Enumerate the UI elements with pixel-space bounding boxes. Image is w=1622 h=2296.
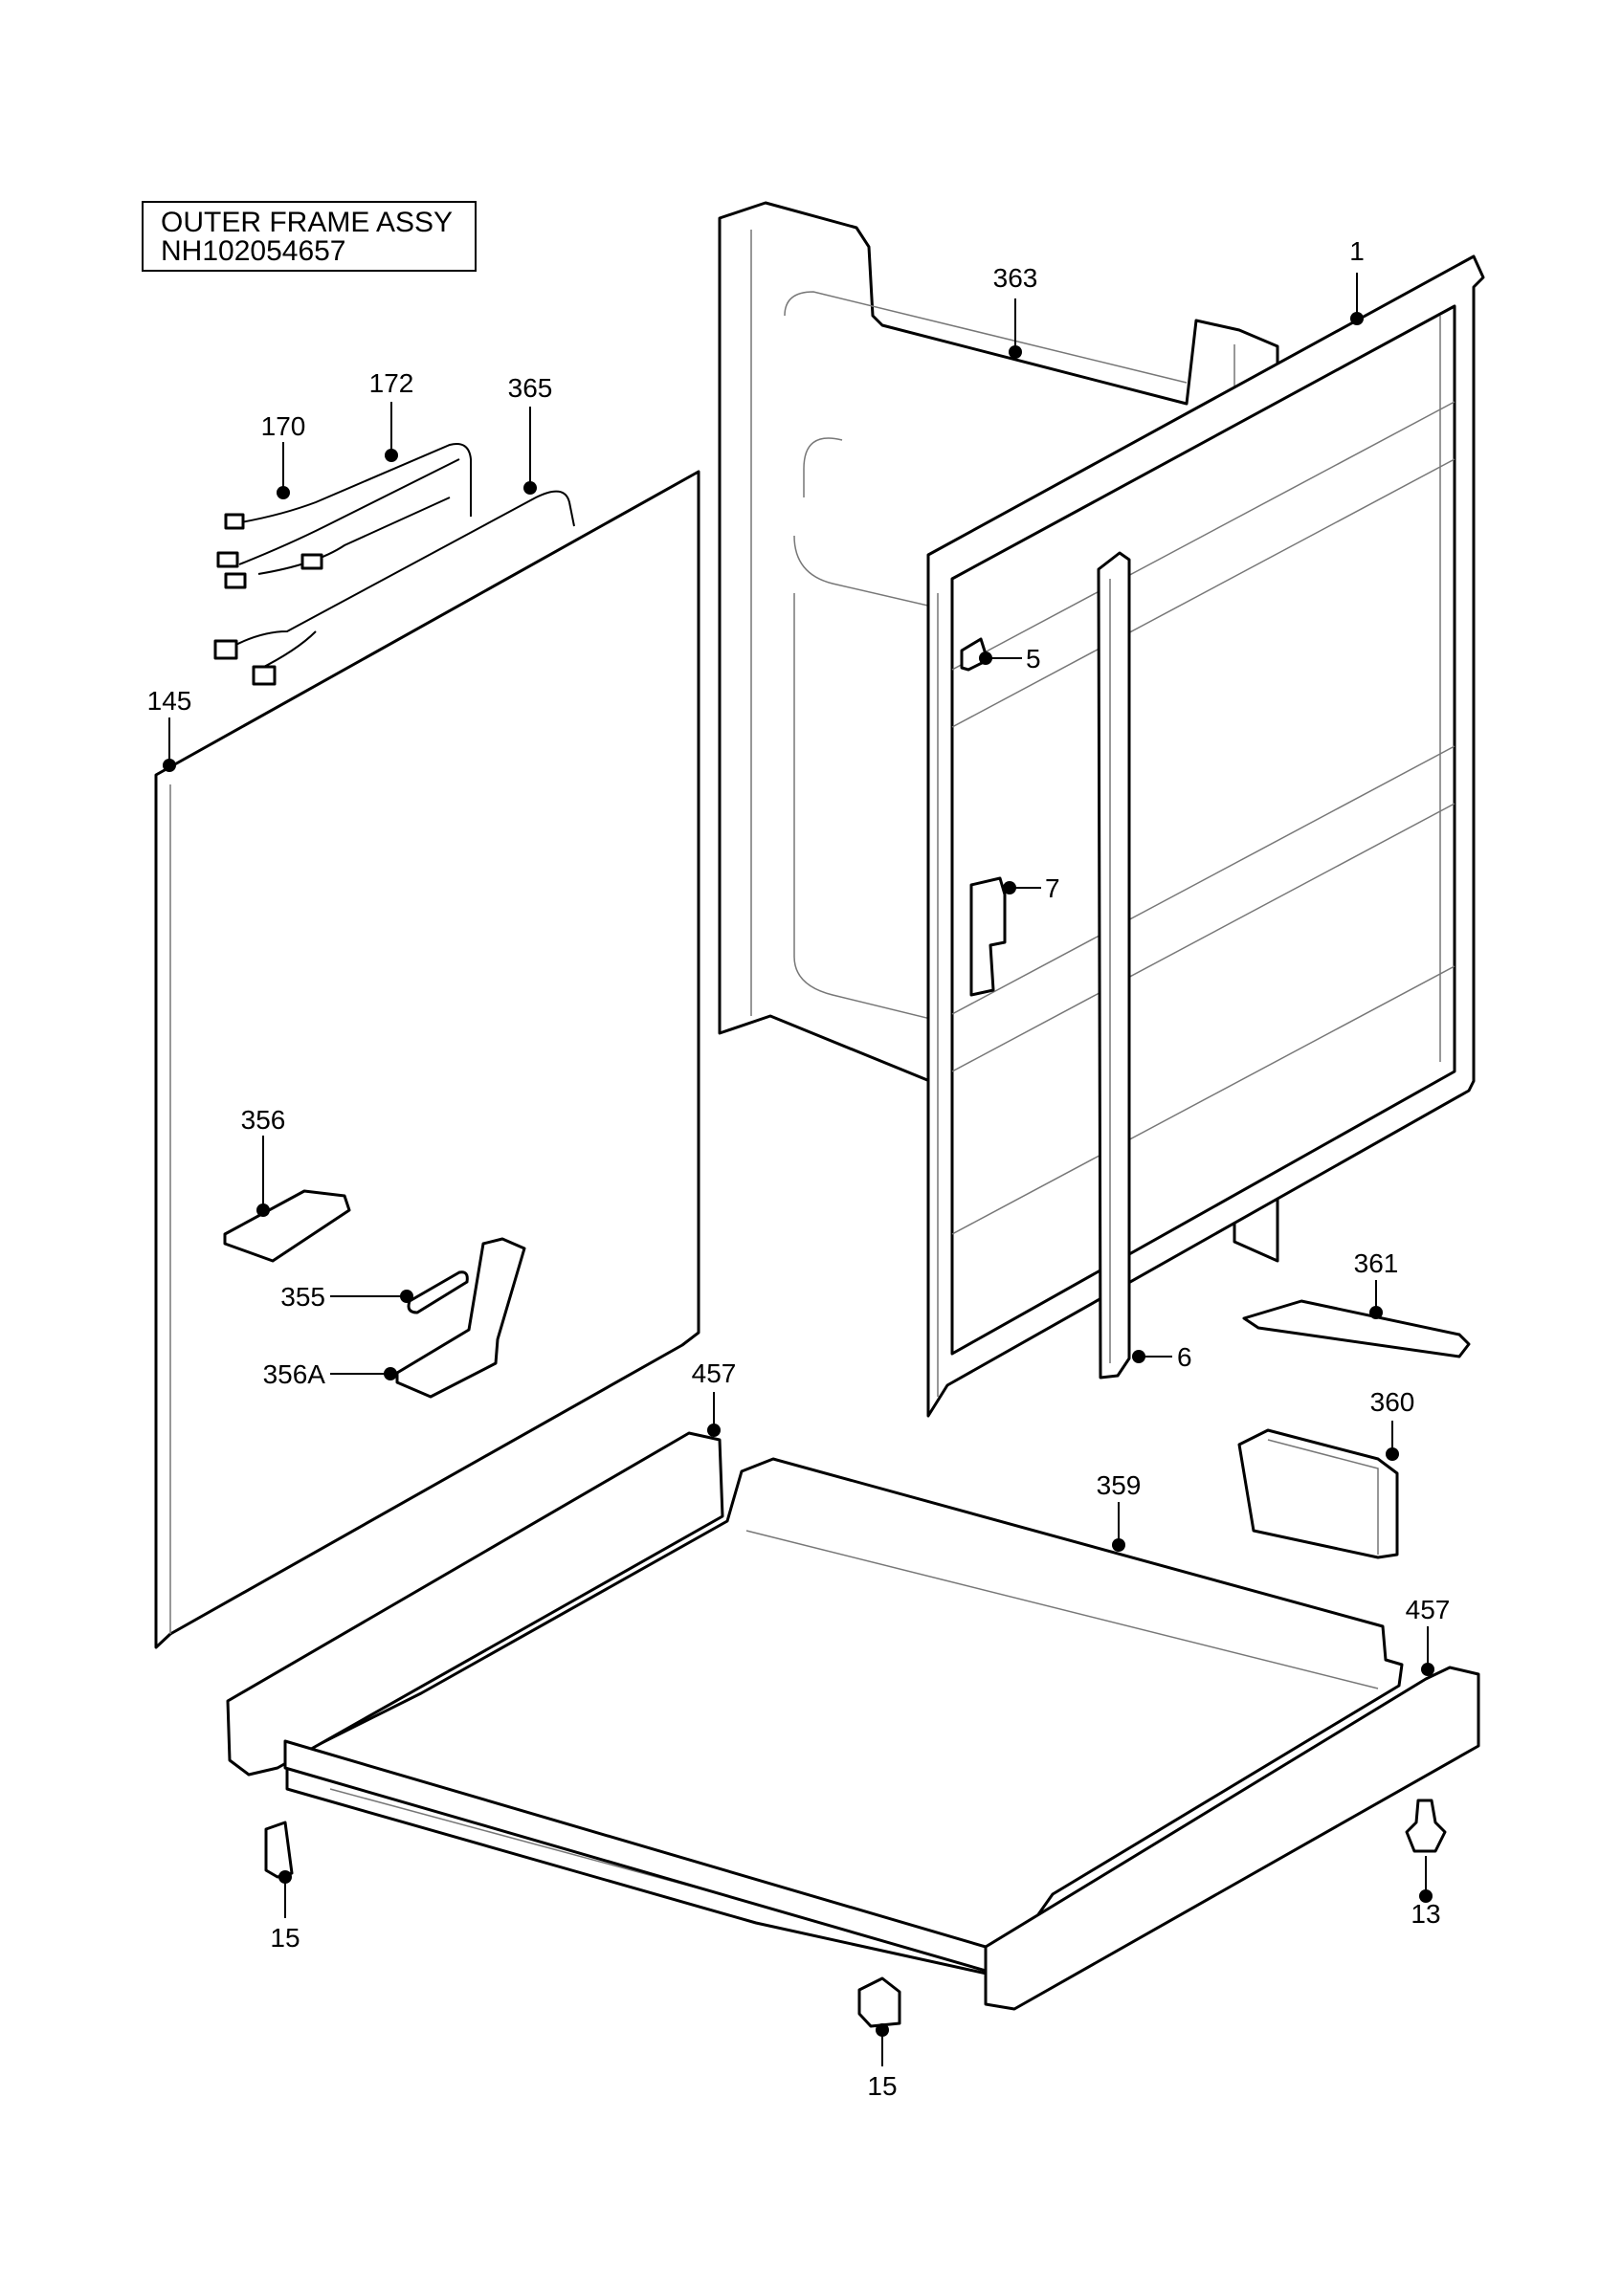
- part-leveling-foot: [1405, 1799, 1447, 1853]
- callout-15-left: 15: [270, 1923, 300, 1953]
- assembly-title-box: OUTER FRAME ASSY NH102054657: [142, 201, 477, 272]
- assembly-title: OUTER FRAME ASSY: [161, 207, 454, 238]
- part-side-panel: [154, 470, 700, 1649]
- part-front-frame: [926, 254, 1485, 1418]
- part-foot-bracket-bottom: [857, 1976, 901, 2028]
- callout-457-right: 457: [1406, 1595, 1451, 1624]
- callout-6: 6: [1177, 1342, 1192, 1372]
- part-bracket-7: [969, 876, 1007, 997]
- callout-leaders: [163, 273, 1434, 2066]
- part-base-tray: [285, 1457, 1404, 1977]
- callout-172: 172: [369, 368, 414, 398]
- callout-15-bottom: 15: [867, 2071, 897, 2101]
- callout-5: 5: [1026, 644, 1041, 673]
- callout-labels: 1 363 172 170 365 145 5 7 356 355 356A 3…: [147, 236, 1451, 2101]
- callout-361: 361: [1354, 1248, 1399, 1278]
- callout-363: 363: [993, 263, 1038, 293]
- part-360-box: [1237, 1428, 1399, 1559]
- callout-365: 365: [508, 373, 553, 403]
- assembly-part-number: NH102054657: [161, 235, 346, 267]
- part-left-rail: [226, 1431, 724, 1777]
- part-wire-harnesses: [213, 443, 575, 686]
- part-361: [1242, 1299, 1471, 1358]
- callout-356: 356: [241, 1105, 286, 1135]
- callout-7: 7: [1045, 873, 1060, 903]
- part-right-rail: [984, 1666, 1480, 2011]
- callout-360: 360: [1370, 1387, 1415, 1417]
- part-356a: [395, 1237, 526, 1399]
- callout-457-left: 457: [692, 1358, 737, 1388]
- callout-13: 13: [1411, 1899, 1440, 1929]
- callout-356a: 356A: [263, 1359, 326, 1389]
- callout-1: 1: [1349, 236, 1365, 266]
- part-356: [223, 1189, 351, 1263]
- part-foot-bracket-left: [264, 1821, 294, 1879]
- part-355-pin: [407, 1270, 469, 1314]
- callout-355: 355: [280, 1282, 325, 1312]
- part-front-bar: [283, 1739, 988, 1973]
- callout-170: 170: [261, 411, 306, 441]
- callout-145: 145: [147, 686, 192, 716]
- part-vertical-strip: [1097, 551, 1131, 1380]
- callout-359: 359: [1097, 1470, 1142, 1500]
